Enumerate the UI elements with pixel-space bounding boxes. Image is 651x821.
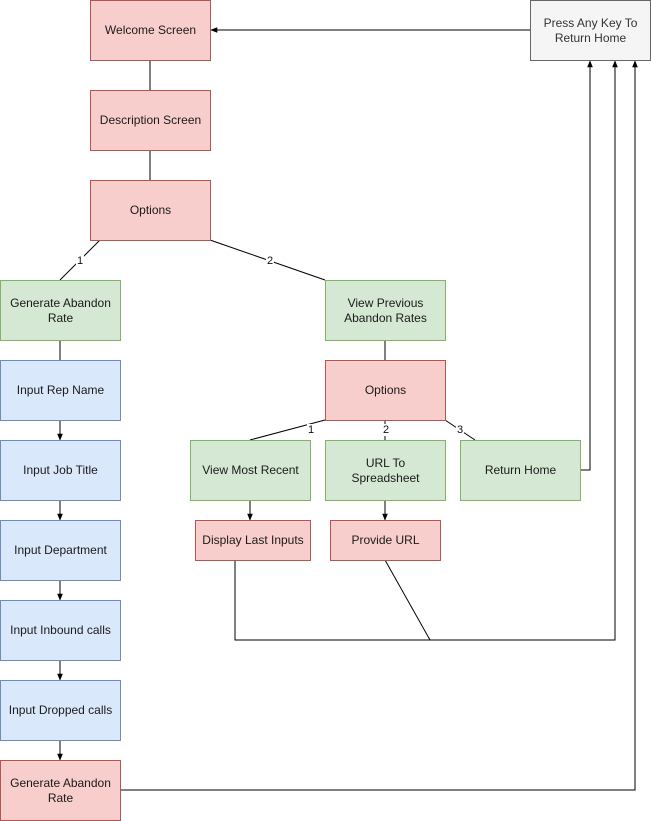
- edge-label-option-2: 2: [265, 255, 275, 267]
- return-home-label: Return Home: [484, 463, 557, 477]
- input-rep-name-label: Input Rep Name: [16, 383, 105, 397]
- edge-label-sub-2: 2: [381, 424, 391, 436]
- input-dropped-calls-node: Input Dropped calls: [0, 680, 121, 741]
- input-department-node: Input Department: [0, 520, 121, 581]
- view-previous-abandon-rates-label: View Previous Abandon Rates: [344, 295, 427, 325]
- view-most-recent-label: View Most Recent: [202, 463, 299, 477]
- input-dropped-calls-label: Input Dropped calls: [8, 703, 113, 717]
- description-screen-label: Description Screen: [99, 113, 202, 127]
- input-inbound-calls-node: Input Inbound calls: [0, 600, 121, 661]
- generate-abandon-rate-final-label: Generate Abandon Rate: [10, 775, 111, 805]
- provide-url-node: Provide URL: [330, 520, 441, 561]
- edge-provide-join: [384, 559, 431, 641]
- generate-abandon-rate-final-node: Generate Abandon Rate: [0, 760, 121, 821]
- input-inbound-calls-label: Input Inbound calls: [10, 623, 111, 637]
- edge-label-option-1: 1: [75, 255, 85, 267]
- welcome-screen-label: Welcome Screen: [104, 23, 197, 37]
- input-department-label: Input Department: [14, 543, 107, 557]
- description-screen-node: Description Screen: [90, 90, 211, 151]
- edge-options-recent: [249, 419, 326, 441]
- provide-url-label: Provide URL: [351, 533, 420, 547]
- input-rep-name-node: Input Rep Name: [0, 360, 121, 421]
- options-main-node: Options: [90, 180, 211, 241]
- edge-label-sub-3: 3: [455, 424, 465, 436]
- display-last-inputs-label: Display Last Inputs: [202, 533, 304, 547]
- view-previous-abandon-rates-node: View Previous Abandon Rates: [325, 280, 446, 341]
- welcome-screen-node: Welcome Screen: [90, 0, 211, 61]
- edge-display-press: [234, 60, 618, 641]
- url-to-spreadsheet-label: URL To Spreadsheet: [351, 455, 420, 485]
- return-home-node: Return Home: [460, 440, 581, 501]
- press-any-key-node: Press Any Key To Return Home: [530, 0, 651, 61]
- url-to-spreadsheet-node: URL To Spreadsheet: [325, 440, 446, 501]
- edge-label-sub-1: 1: [306, 424, 316, 436]
- edge-final-press: [120, 60, 638, 791]
- press-any-key-label: Press Any Key To Return Home: [543, 15, 638, 45]
- input-job-title-label: Input Job Title: [23, 463, 98, 477]
- input-job-title-node: Input Job Title: [0, 440, 121, 501]
- generate-abandon-rate-label: Generate Abandon Rate: [10, 295, 111, 325]
- options-sub-label: Options: [364, 383, 407, 397]
- view-most-recent-node: View Most Recent: [190, 440, 311, 501]
- options-main-label: Options: [129, 203, 172, 217]
- options-sub-node: Options: [325, 360, 446, 421]
- generate-abandon-rate-node: Generate Abandon Rate: [0, 280, 121, 341]
- edge-return-press: [580, 60, 593, 471]
- display-last-inputs-node: Display Last Inputs: [195, 520, 311, 561]
